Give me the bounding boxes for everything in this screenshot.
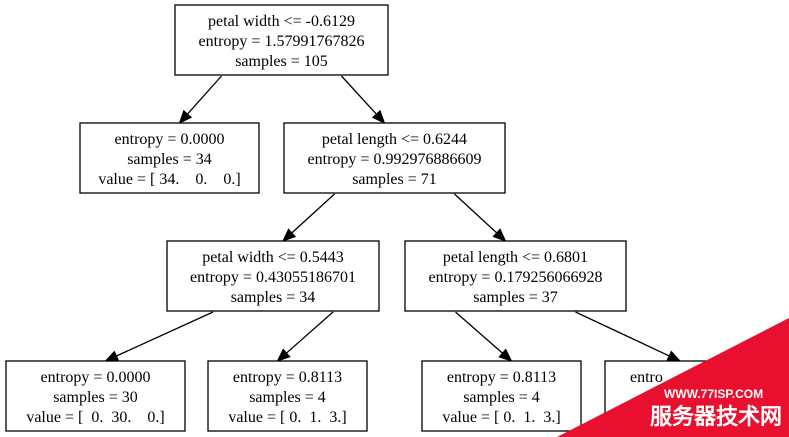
tree-node-n7: entropy = 0.8113 samples = 4 value = [ 0. … [421,360,582,432]
arrowhead [276,348,291,362]
node-text-line: entropy = 0.8113 [447,369,556,386]
node-text-line: samples = 34 [231,289,316,306]
nodes-layer: petal width <= -0.6129 entropy = 1.579917… [5,4,776,432]
node-text-line: entropy = 0.0000 [41,369,151,386]
node-text-line: samples = 34 [127,151,212,168]
edge-line [286,311,334,354]
node-text-line: samples = 4 [463,389,540,406]
tree-node-n2: petal length <= 0.6244 entropy = 0.992976… [283,122,506,194]
node-box [166,240,380,312]
node-text-line: value = [ 34. 0. 0.] [98,171,240,188]
node-box [5,360,186,432]
tree-edge-n2-n3 [282,193,335,242]
arrowhead [371,109,386,124]
node-text-line: value = [ 0. 1. 3.] [228,409,346,426]
node-text-line: samples = 37 [473,289,558,306]
tree-node-n5: entropy = 0.0000 samples = 30 value = [ 0.… [5,360,186,432]
edge-line [291,193,335,234]
edge-line [575,311,670,357]
watermark-text: 服务器技术网 [650,405,782,430]
node-text-line: value = [ 0. 30. 0.] [26,409,164,426]
node-box [207,360,368,432]
node-text-line: petal width <= 0.5443 [202,249,344,266]
edge-line [455,311,503,354]
node-text-line: petal length <= 0.6244 [322,131,467,148]
node-text-line: entropy = 0.0000 [115,131,225,148]
watermark-url: WWW.77ISP.COM [664,387,763,401]
node-text-line: samples = 105 [235,53,328,70]
tree-node-n1: entropy = 0.0000 samples = 34 value = [ 34… [79,122,260,194]
tree-node-n0: petal width <= -0.6129 entropy = 1.579917… [174,4,389,76]
node-box [421,360,582,432]
arrowhead [492,228,507,242]
tree-edge-n0-n1 [178,75,222,124]
tree-edge-n3-n6 [276,311,334,362]
edge-line [341,75,377,115]
node-text-line: samples = 71 [352,171,437,188]
tree-node-n6: entropy = 0.8113 samples = 4 value = [ 0. … [207,360,368,432]
node-text-line: entropy = 0.179256066928 [429,269,603,286]
edge-line [116,311,214,357]
node-text-line: entro [630,369,663,386]
node-box [174,4,389,76]
node-text-line: entropy = 0.43055186701 [190,269,356,286]
node-text-line: samples = 30 [53,389,138,406]
arrowhead [498,348,513,362]
tree-edge-n2-n4 [454,193,507,242]
node-text-line: petal length <= 0.6801 [443,249,588,266]
arrowhead [178,109,193,124]
node-text-line: value = [ 0. 1. 3.] [442,409,560,426]
tree-node-n3: petal width <= 0.5443 entropy = 0.4305518… [166,240,380,312]
node-text-line: samples = 4 [249,389,326,406]
edge-line [454,193,498,234]
arrowhead [282,228,297,242]
node-box [283,122,506,194]
node-box [404,240,627,312]
node-text-line: entropy = 1.57991767826 [199,33,365,50]
node-text-line: petal width <= -0.6129 [208,13,355,30]
watermark-red-banner [557,318,789,437]
node-box [79,122,260,194]
tree-edge-n0-n2 [341,75,386,124]
tree-edge-n4-n7 [455,311,513,362]
edge-line [187,75,222,115]
node-text-line: entropy = 0.8113 [233,369,342,386]
tree-node-n4: petal length <= 0.6801 entropy = 0.179256… [404,240,627,312]
node-text-line: entropy = 0.992976886609 [308,151,482,168]
